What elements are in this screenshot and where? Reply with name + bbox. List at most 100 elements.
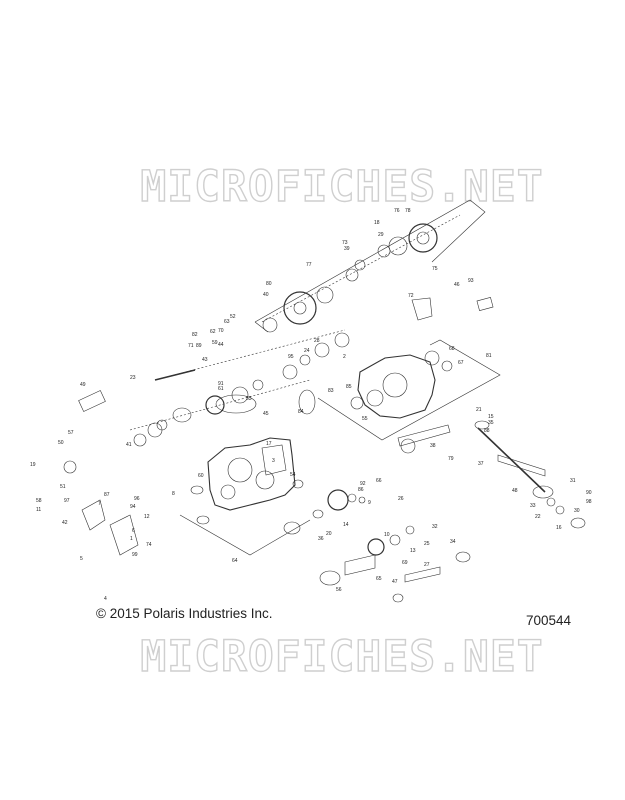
callout-58: 58 [36, 498, 42, 504]
callout-94: 94 [130, 504, 136, 510]
gear-78 [408, 223, 438, 253]
axis-row-1 [261, 214, 461, 323]
gear-10 [367, 538, 385, 556]
callout-42: 42 [62, 520, 68, 526]
seal-68 [424, 350, 440, 366]
watermark-bottom: MICROFICHES.NET [140, 631, 544, 682]
callout-73: 73 [342, 240, 348, 246]
bearing-56 [319, 570, 341, 586]
copyright-notice: © 2015 Polaris Industries Inc. [96, 606, 273, 621]
callout-15: 15 [488, 414, 494, 420]
callout-74: 74 [146, 542, 152, 548]
ring-41 [392, 593, 404, 603]
callout-13: 13 [410, 548, 416, 554]
callout-62: 62 [210, 329, 216, 335]
callout-25: 25 [424, 541, 430, 547]
callout-80: 80 [266, 281, 272, 287]
seal-67 [441, 360, 453, 372]
callout-90: 90 [586, 490, 592, 496]
callout-91: 91 [218, 381, 224, 387]
callout-51: 51 [60, 484, 66, 490]
callout-7: 7 [98, 501, 101, 507]
ring-9 [358, 496, 366, 504]
callout-85: 85 [346, 384, 352, 390]
gear-45 [63, 460, 77, 474]
callout-44: 44 [218, 342, 224, 348]
case-left-bore-1 [227, 457, 253, 483]
bearing-41 [133, 433, 147, 447]
shaft-79-output [397, 424, 451, 447]
callout-26: 26 [398, 496, 404, 502]
callout-4: 4 [104, 596, 107, 602]
shaft-79 [154, 369, 196, 381]
gear-86 [327, 489, 349, 511]
assembly-frame-upper [254, 199, 486, 323]
callout-14: 14 [343, 522, 349, 528]
assembly-frame-case-left [179, 514, 311, 556]
ring-32 [405, 525, 415, 535]
callout-43: 43 [202, 357, 208, 363]
ring-14 [312, 509, 324, 519]
case-left-bore-3 [220, 484, 236, 500]
callout-50: 50 [58, 440, 64, 446]
callout-53: 53 [246, 396, 252, 402]
callout-45: 45 [263, 411, 269, 417]
bracket-87 [81, 499, 106, 531]
callout-9: 9 [368, 500, 371, 506]
sensor-93 [476, 296, 494, 312]
callout-95: 95 [288, 354, 294, 360]
callout-48: 48 [512, 488, 518, 494]
callout-41: 41 [126, 442, 132, 448]
ring-56 [196, 515, 210, 525]
gear-6 [205, 395, 225, 415]
ring-28 [299, 354, 311, 366]
callout-55: 55 [362, 416, 368, 422]
ring-17 [347, 493, 357, 503]
callout-57: 57 [68, 430, 74, 436]
callout-24: 24 [304, 348, 310, 354]
transmission-case-left [207, 437, 296, 511]
bearing-60 [190, 485, 204, 495]
callout-19: 19 [30, 462, 36, 468]
callout-81: 81 [486, 353, 492, 359]
callout-29: 29 [378, 232, 384, 238]
callout-66: 66 [376, 478, 382, 484]
callout-46: 46 [454, 282, 460, 288]
callout-69: 69 [402, 560, 408, 566]
shaft-27 [404, 566, 441, 583]
bracket-72 [411, 297, 433, 321]
bearing-34 [455, 551, 471, 563]
callout-31: 31 [570, 478, 576, 484]
callout-38: 38 [430, 443, 436, 449]
ring-12 [292, 479, 304, 489]
callout-89: 89 [196, 343, 202, 349]
callout-21: 21 [476, 407, 482, 413]
ring-33 [252, 379, 264, 391]
watermark-top: MICROFICHES.NET [140, 161, 544, 212]
output-shaft-87 [477, 427, 546, 493]
callout-3: 3 [272, 458, 275, 464]
bearing-18 [388, 236, 408, 256]
bracket-49 [78, 390, 106, 412]
callout-16: 16 [556, 525, 562, 531]
callout-30: 30 [574, 508, 580, 514]
case-right-bore-1 [382, 372, 408, 398]
callout-5: 5 [80, 556, 83, 562]
callout-72: 72 [408, 293, 414, 299]
callout-68: 68 [449, 346, 455, 352]
callout-79: 79 [448, 456, 454, 462]
cover-54 [261, 444, 287, 476]
callout-39: 39 [344, 246, 350, 252]
callout-76: 76 [394, 208, 400, 214]
callout-56: 56 [336, 587, 342, 593]
callout-99: 99 [132, 552, 138, 558]
callout-18: 18 [374, 220, 380, 226]
transmission-case-right [357, 354, 436, 419]
chain-91 [215, 394, 257, 414]
bearing-38 [400, 438, 416, 454]
cap-16 [570, 517, 586, 529]
callout-12: 12 [144, 514, 150, 520]
callout-36: 36 [318, 536, 324, 542]
callout-52: 52 [230, 314, 236, 320]
